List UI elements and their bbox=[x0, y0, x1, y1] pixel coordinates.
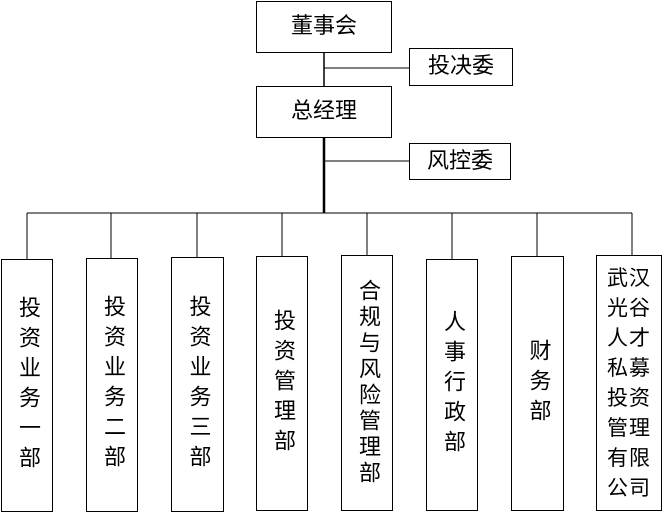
general-manager-box: 总经理 bbox=[256, 86, 392, 138]
dept-label-6: 人事行政部 bbox=[440, 310, 465, 460]
investment-committee-box: 投决委 bbox=[409, 48, 513, 86]
subsidiary-line-8: 公司 bbox=[607, 476, 651, 500]
subsidiary-line-3: 人才 bbox=[607, 326, 651, 350]
dept-box-2: 投资业务二部 bbox=[86, 258, 138, 512]
dept-box-4: 投资管理部 bbox=[256, 256, 308, 511]
dept-box-3: 投资业务三部 bbox=[171, 257, 224, 512]
subsidiary-line-1: 武汉 bbox=[607, 266, 651, 290]
dept-label-4: 投资管理部 bbox=[270, 308, 295, 459]
board-label: 董事会 bbox=[290, 14, 357, 39]
risk-committee-label: 风控委 bbox=[426, 148, 493, 174]
subsidiary-box: 武汉 光谷 人才 私募 投资 管理 有限 公司 bbox=[596, 255, 662, 511]
dept-label-1: 投资业务一部 bbox=[15, 295, 40, 476]
dept-box-7: 财务部 bbox=[511, 256, 564, 511]
dept-label-3: 投资业务三部 bbox=[185, 294, 211, 475]
subsidiary-line-6: 管理 bbox=[607, 416, 651, 440]
subsidiary-line-4: 私募 bbox=[607, 356, 651, 380]
subsidiary-line-2: 光谷 bbox=[607, 296, 651, 320]
investment-committee-label: 投决委 bbox=[427, 54, 494, 79]
risk-committee-box: 风控委 bbox=[409, 143, 511, 180]
dept-box-1: 投资业务一部 bbox=[1, 259, 53, 512]
general-manager-label: 总经理 bbox=[290, 99, 357, 124]
board-box: 董事会 bbox=[256, 1, 392, 53]
dept-label-7: 财务部 bbox=[525, 338, 551, 429]
dept-label-2: 投资业务二部 bbox=[100, 295, 125, 475]
subsidiary-line-5: 投资 bbox=[607, 386, 651, 410]
dept-label-5: 合规与风险管理部 bbox=[355, 279, 380, 487]
subsidiary-line-7: 有限 bbox=[607, 446, 651, 470]
dept-box-6: 人事行政部 bbox=[426, 259, 478, 511]
dept-box-5: 合规与风险管理部 bbox=[341, 255, 393, 511]
